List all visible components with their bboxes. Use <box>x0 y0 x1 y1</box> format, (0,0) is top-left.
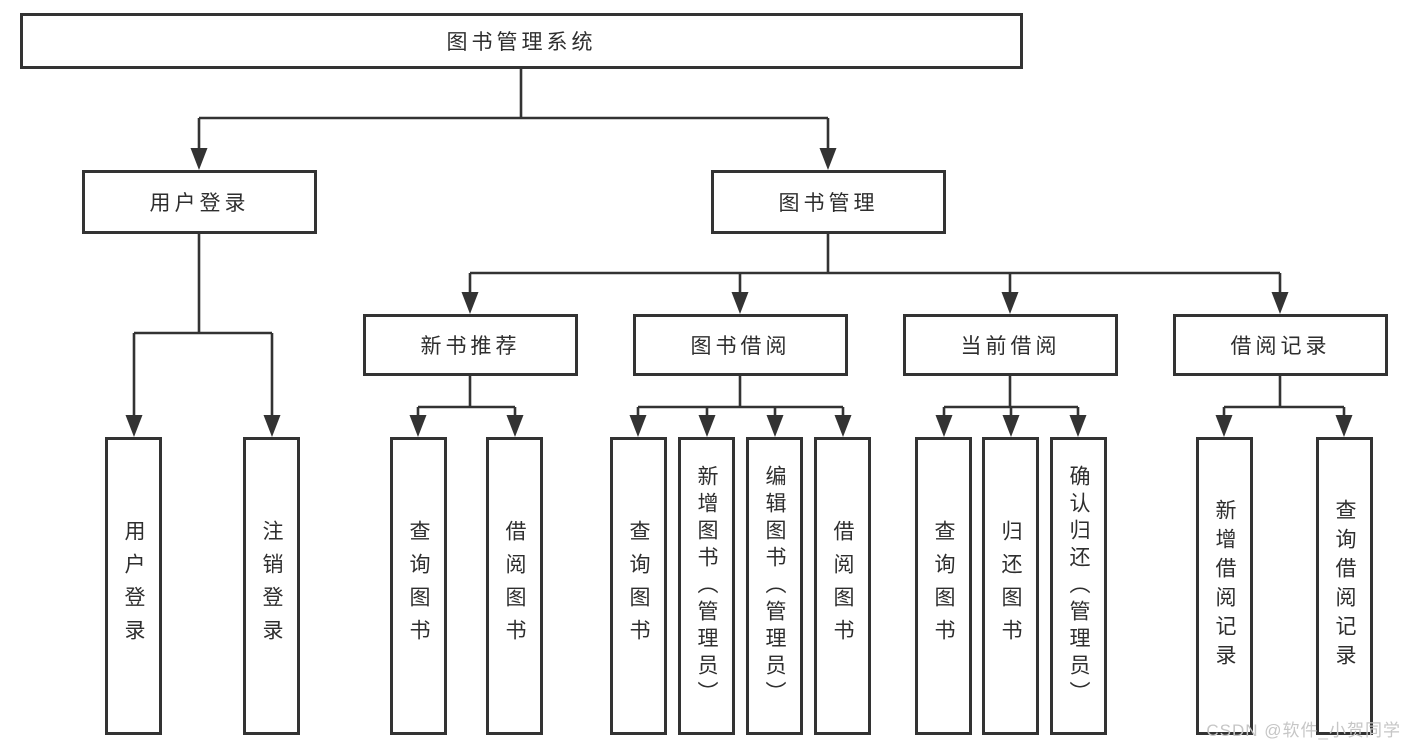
node-user-login-branch-label: 用户登录 <box>149 192 250 215</box>
node-query-borrow-record: 查询借阅记录 <box>1316 437 1373 735</box>
node-book-borrowing-label: 图书借阅 <box>690 335 791 358</box>
node-new-book-recommend-label: 新书推荐 <box>420 335 521 358</box>
arrowheads <box>125 148 1353 437</box>
node-query-books-borrowing-label: 查询图书 <box>627 520 650 652</box>
node-edit-books-admin: 编辑图书（管理员） <box>746 437 803 735</box>
node-current-borrowing-label: 当前借阅 <box>960 335 1061 358</box>
node-query-books-current-label: 查询图书 <box>932 520 955 652</box>
node-book-borrowing: 图书借阅 <box>633 314 848 376</box>
node-borrow-books-recommend-label: 借阅图书 <box>503 520 526 652</box>
node-logout-action: 注销登录 <box>243 437 300 735</box>
node-borrow-books-recommend: 借阅图书 <box>486 437 543 735</box>
node-borrow-books-borrowing-label: 借阅图书 <box>831 520 854 652</box>
node-borrow-books-borrowing: 借阅图书 <box>814 437 871 735</box>
node-borrow-records: 借阅记录 <box>1173 314 1388 376</box>
node-user-login-action: 用户登录 <box>105 437 162 735</box>
node-query-books-recommend: 查询图书 <box>390 437 447 735</box>
node-borrow-records-label: 借阅记录 <box>1230 335 1331 358</box>
node-query-borrow-record-label: 查询借阅记录 <box>1333 499 1356 673</box>
node-user-login-action-label: 用户登录 <box>122 520 145 652</box>
node-confirm-return-admin-label: 确认归还（管理员） <box>1067 464 1090 708</box>
node-add-books-admin-label: 新增图书（管理员） <box>695 464 718 708</box>
node-root: 图书管理系统 <box>20 13 1023 69</box>
node-book-management-branch: 图书管理 <box>711 170 946 234</box>
node-user-login-branch: 用户登录 <box>82 170 317 234</box>
node-new-book-recommend: 新书推荐 <box>363 314 578 376</box>
node-query-books-recommend-label: 查询图书 <box>407 520 430 652</box>
node-return-books: 归还图书 <box>982 437 1039 735</box>
node-return-books-label: 归还图书 <box>999 520 1022 652</box>
node-add-borrow-record: 新增借阅记录 <box>1196 437 1253 735</box>
node-confirm-return-admin: 确认归还（管理员） <box>1050 437 1107 735</box>
node-query-books-borrowing: 查询图书 <box>610 437 667 735</box>
node-book-management-branch-label: 图书管理 <box>778 192 879 215</box>
node-add-books-admin: 新增图书（管理员） <box>678 437 735 735</box>
node-root-label: 图书管理系统 <box>446 31 597 54</box>
node-logout-action-label: 注销登录 <box>260 520 283 652</box>
csdn-watermark: CSDN @软件_小贺同学 <box>1206 721 1401 740</box>
node-add-borrow-record-label: 新增借阅记录 <box>1213 499 1236 673</box>
node-edit-books-admin-label: 编辑图书（管理员） <box>763 464 786 708</box>
node-query-books-current: 查询图书 <box>915 437 972 735</box>
node-current-borrowing: 当前借阅 <box>903 314 1118 376</box>
